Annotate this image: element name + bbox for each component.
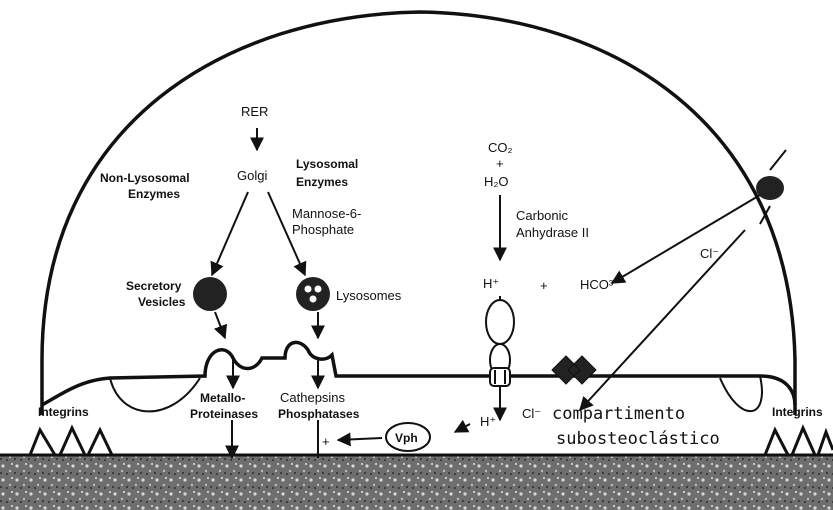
label-vph: Vph [395, 431, 418, 445]
seal-left [110, 378, 200, 411]
label-lysosomal-1: Lysosomal [296, 157, 358, 171]
proton-pump [486, 300, 514, 386]
label-co2: CO₂ [488, 140, 513, 155]
seal-right [720, 376, 762, 411]
label-rer: RER [241, 104, 268, 119]
ruffled-border [42, 342, 795, 405]
bone-surface [0, 455, 833, 510]
integrin-feet-left [30, 428, 112, 455]
integrin-feet-right [765, 428, 833, 455]
cell-membrane [42, 12, 795, 415]
label-integrins-left: Integrins [38, 405, 89, 419]
label-cl-right: Cl⁻ [700, 246, 719, 261]
label-cl-bottom: Cl⁻ [522, 406, 541, 421]
label-plus-small: + [322, 434, 330, 449]
label-non-lysosomal-2: Enzymes [128, 187, 180, 201]
label-non-lysosomal-1: Non-Lysosomal [100, 171, 190, 185]
label-mannose-2: Phosphate [292, 222, 354, 237]
label-plus-2: + [540, 278, 548, 293]
label-carbonic-1: Carbonic [516, 208, 569, 223]
label-metallo-1: Metallo- [200, 391, 245, 405]
label-metallo-2: Proteinases [190, 407, 258, 421]
secretory-vesicle [193, 277, 227, 311]
label-h2o: H₂O [484, 174, 509, 189]
lysosome [296, 277, 330, 311]
label-golgi: Golgi [237, 168, 267, 183]
label-secretory-1: Secretory [126, 279, 182, 293]
label-lysosomal-2: Enzymes [296, 175, 348, 189]
label-cathepsins: Cathepsins [280, 390, 346, 405]
label-h-plus-top: H⁺ [483, 276, 499, 291]
label-h-plus-bottom: H⁺ [480, 414, 496, 429]
label-hco3: HCO³ [580, 277, 614, 292]
label-integrins-right: Integrins [772, 405, 823, 419]
label-carbonic-2: Anhydrase II [516, 225, 589, 240]
label-compartment-2: subosteoclástico [556, 429, 720, 449]
label-compartment-1: compartimento [552, 404, 685, 424]
label-lysosomes: Lysosomes [336, 288, 402, 303]
bicarbonate-exchanger [756, 150, 786, 224]
label-plus-1: + [496, 156, 504, 171]
label-phosphatases: Phosphatases [278, 407, 360, 421]
chloride-channel [552, 356, 596, 384]
label-secretory-2: Vesicles [138, 295, 186, 309]
label-mannose-1: Mannose-6- [292, 206, 361, 221]
